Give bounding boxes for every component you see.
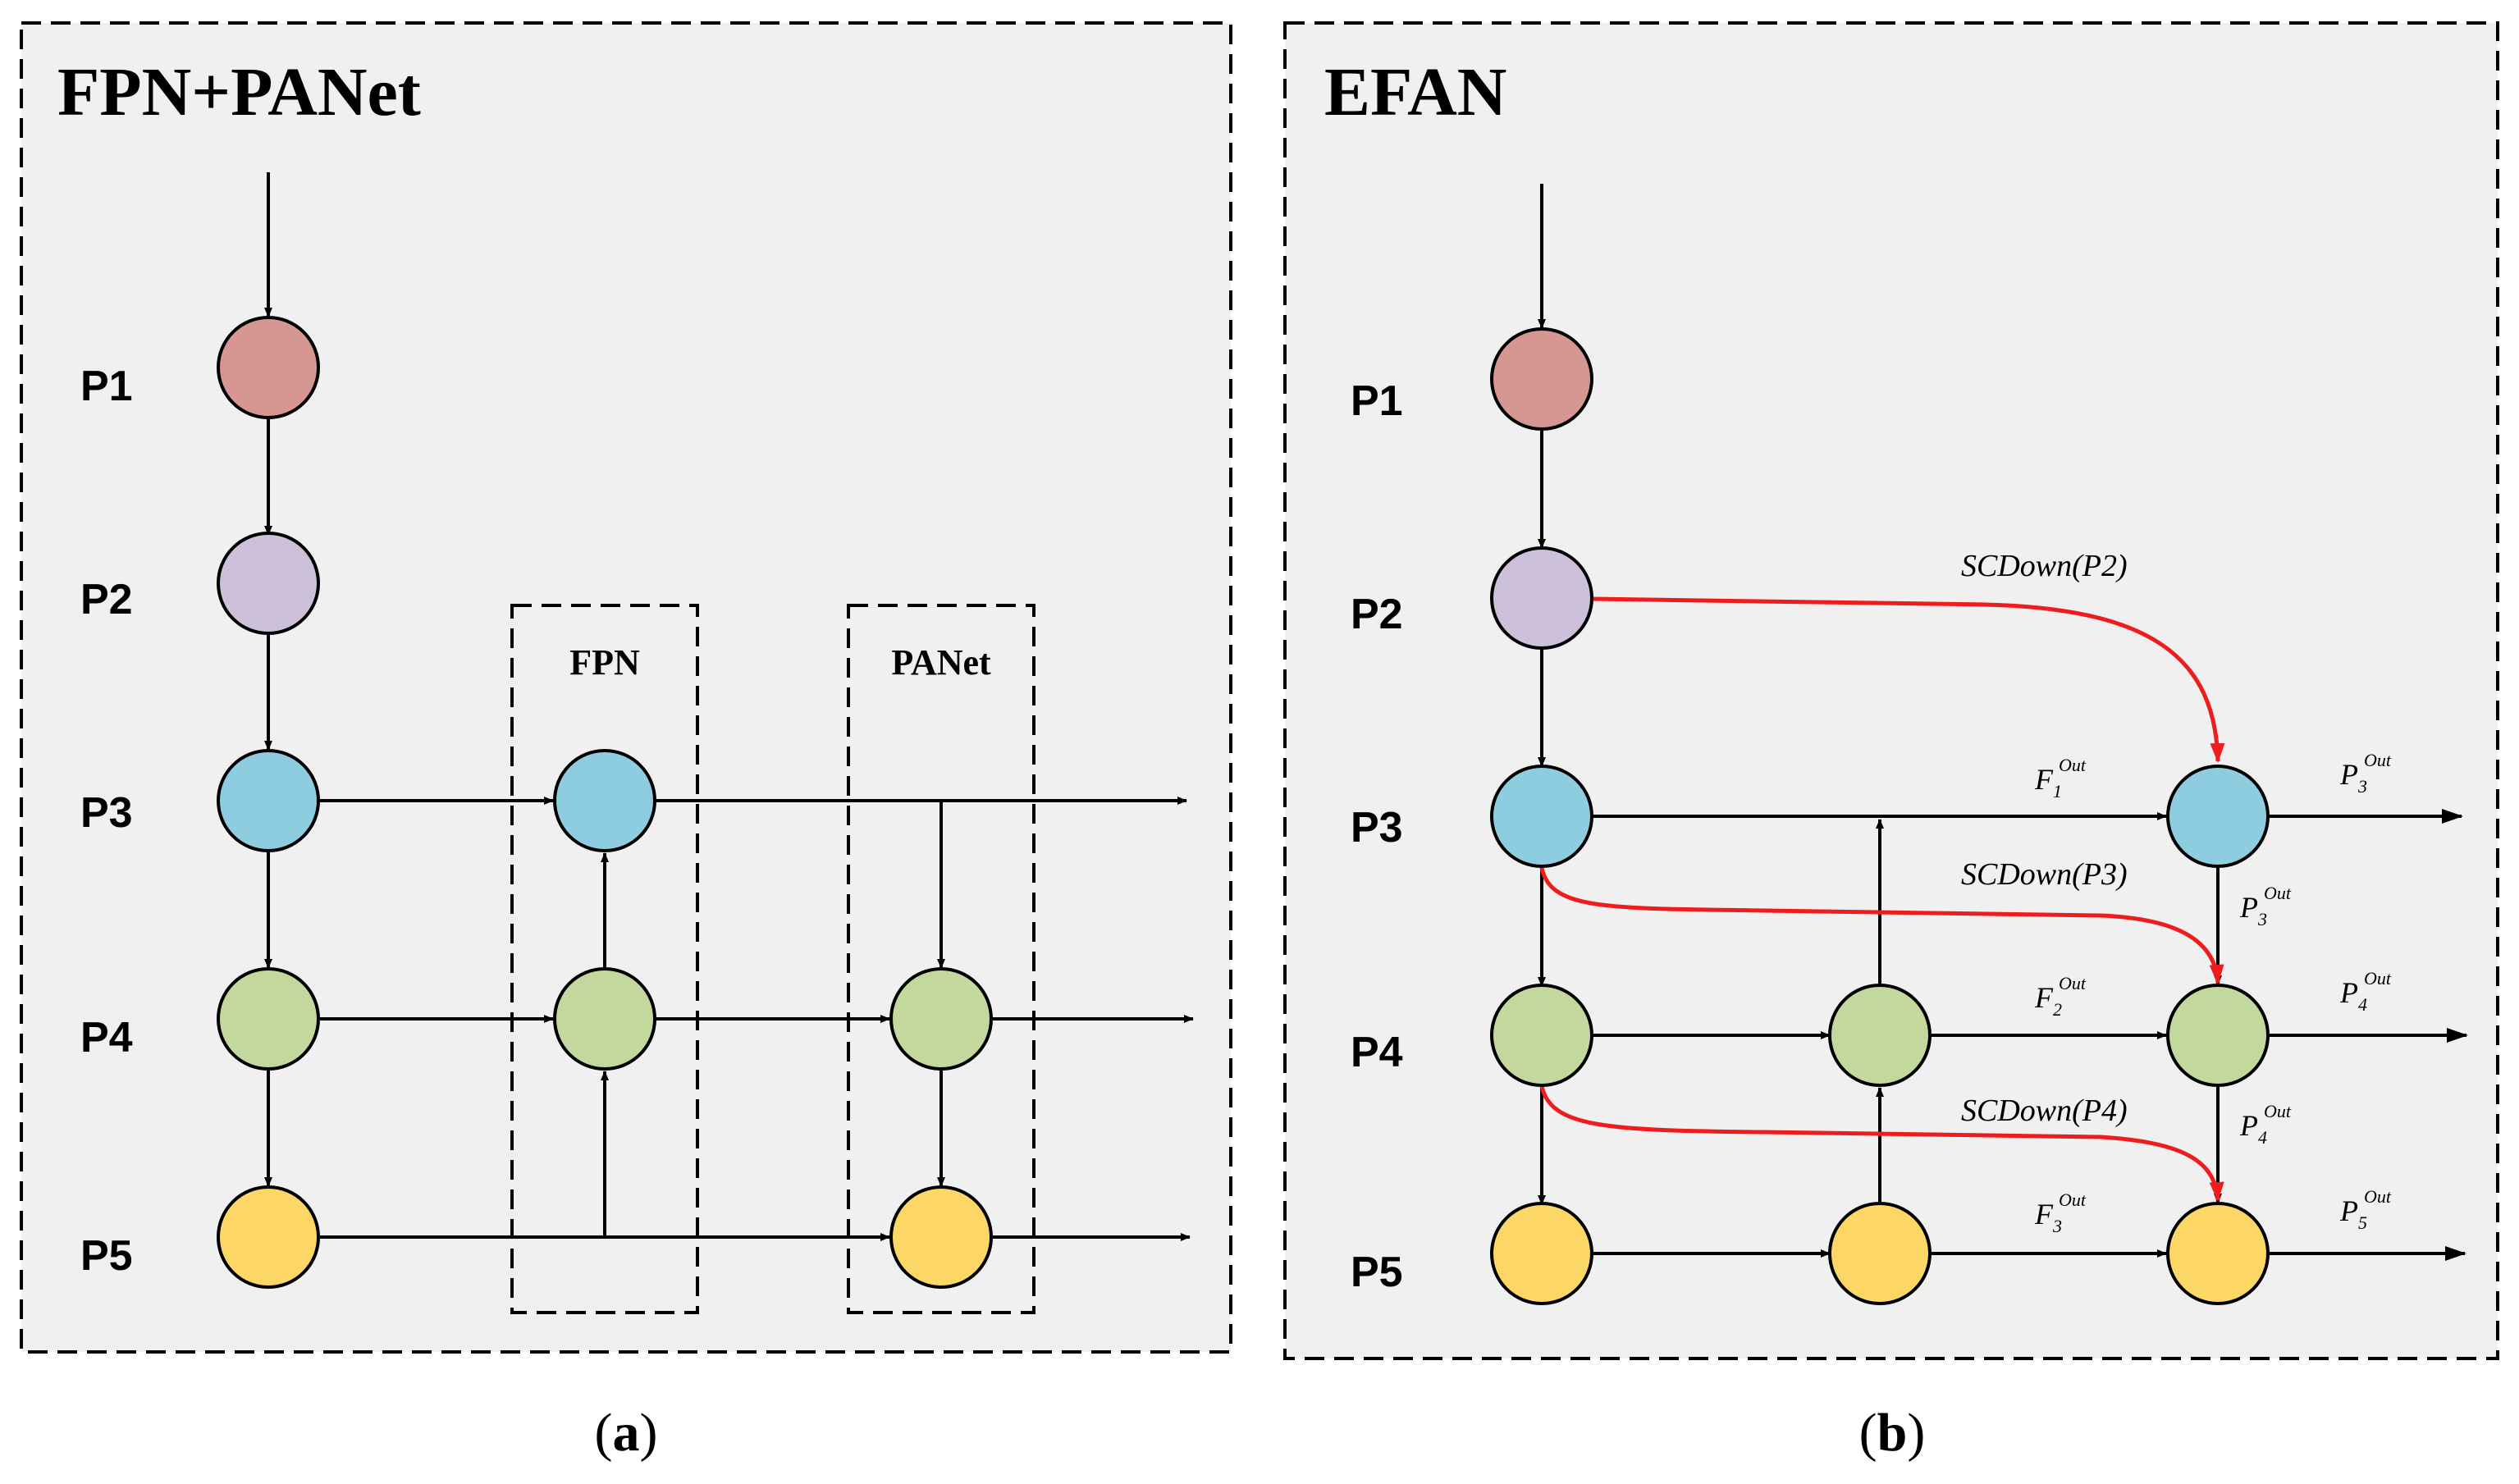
panel-b-caption-letter: b — [1877, 1403, 1908, 1463]
panet-box-label: PANet — [891, 642, 991, 683]
panel-b-nodes — [1490, 327, 2270, 1305]
level-label-p5: P5 — [80, 1232, 133, 1280]
node-a-p2 — [217, 532, 320, 635]
fpn-box — [510, 604, 699, 1314]
node-b-out-p3 — [2166, 765, 2270, 868]
scdown-p2-edge — [1591, 596, 2225, 763]
node-a-p3 — [217, 749, 320, 852]
p3-mid-label: P3Out — [2239, 883, 2292, 929]
node-a-p1 — [217, 316, 320, 419]
panel-a-edges — [264, 172, 1194, 1241]
level-label-p3: P3 — [80, 789, 133, 837]
panet-box — [847, 604, 1035, 1314]
p4-out-label: P4Out — [2339, 968, 2392, 1015]
panel-b: EFAN P1 P2 P3 P4 P5 — [1283, 21, 2499, 1463]
node-b-out-p4 — [2166, 984, 2270, 1087]
level-label-p4: P4 — [1351, 1029, 1403, 1076]
node-a-panet-p4 — [889, 967, 993, 1071]
f-out-labels: F1Out F2Out F3Out — [2034, 755, 2087, 1236]
node-b-p4 — [1490, 984, 1593, 1087]
p5-out-label: P5Out — [2339, 1186, 2392, 1233]
scdown-p3-edge — [1539, 867, 2224, 984]
panel-b-level-labels: P1 P2 P3 P4 P5 — [1351, 377, 1403, 1296]
p3-out-label: P3Out — [2339, 750, 2392, 797]
node-b-mid-p4 — [1828, 984, 1932, 1087]
node-a-p4 — [217, 967, 320, 1071]
panel-b-edges — [1538, 184, 2468, 1261]
node-b-p1 — [1490, 327, 1593, 431]
node-b-p5 — [1490, 1202, 1593, 1305]
level-label-p2: P2 — [80, 576, 133, 623]
panel-b-frame — [1283, 21, 2499, 1360]
panel-b-scdown-edges — [1539, 596, 2225, 1202]
p-mid-labels: P3Out P4Out — [2239, 883, 2292, 1148]
panel-b-caption: (b) — [1859, 1403, 1926, 1463]
node-b-out-p5 — [2166, 1202, 2270, 1305]
level-label-p3: P3 — [1351, 804, 1403, 852]
panel-a-caption: (a) — [595, 1403, 658, 1463]
scdown-p3-label: SCDown(P3) — [1961, 857, 2128, 892]
f2-out-label: F2Out — [2034, 973, 2087, 1020]
panel-b-title: EFAN — [1324, 54, 1506, 130]
scdown-p4-edge — [1539, 1085, 2224, 1202]
p4-mid-label: P4Out — [2239, 1101, 2292, 1148]
panel-a-title: FPN+PANet — [57, 54, 421, 130]
panel-a-frame — [20, 21, 1232, 1354]
panel-a-level-labels: P1 P2 P3 P4 P5 — [80, 363, 133, 1280]
p-out-labels: P3Out P4Out P5Out — [2339, 750, 2392, 1233]
panel-a: FPN+PANet P1 P2 P3 P4 P5 FPN PANet — [20, 21, 1232, 1463]
panel-a-nodes — [217, 316, 993, 1289]
scdown-p2-label: SCDown(P2) — [1961, 549, 2128, 583]
node-a-panet-p5 — [889, 1185, 993, 1289]
scdown-p4-label: SCDown(P4) — [1961, 1094, 2128, 1128]
f1-out-label: F1Out — [2034, 755, 2087, 801]
scdown-labels: SCDown(P2) SCDown(P3) SCDown(P4) — [1961, 549, 2128, 1128]
level-label-p1: P1 — [80, 363, 133, 410]
node-a-p5 — [217, 1185, 320, 1289]
level-label-p2: P2 — [1351, 591, 1403, 638]
f3-out-label: F3Out — [2034, 1189, 2087, 1236]
level-label-p1: P1 — [1351, 377, 1403, 425]
node-b-mid-p5 — [1828, 1202, 1932, 1305]
node-a-fpn-p3 — [553, 749, 656, 852]
node-b-p3 — [1490, 765, 1593, 868]
fpn-box-label: FPN — [569, 642, 640, 683]
level-label-p4: P4 — [80, 1014, 133, 1062]
panel-a-caption-letter: a — [613, 1403, 640, 1463]
level-label-p5: P5 — [1351, 1249, 1403, 1296]
node-b-p2 — [1490, 546, 1593, 650]
node-a-fpn-p4 — [553, 967, 656, 1071]
